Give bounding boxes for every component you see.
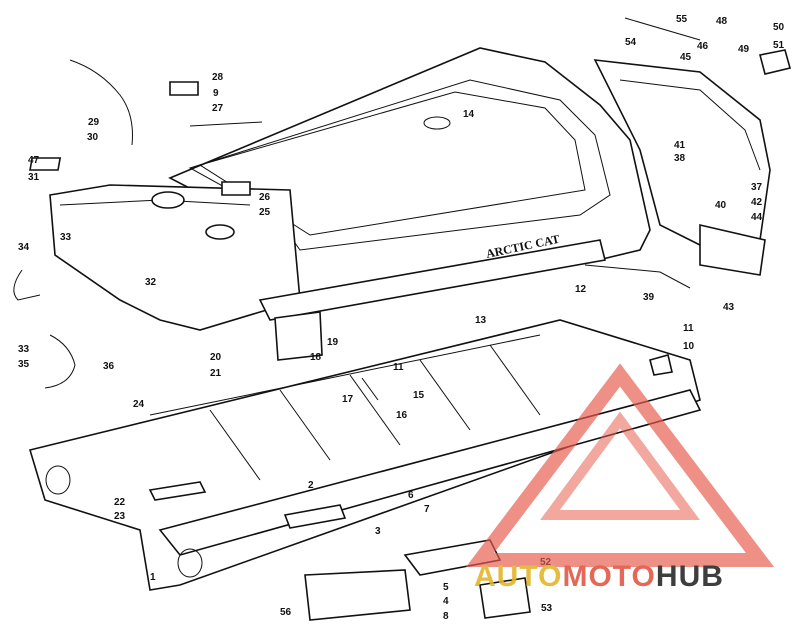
callout-2: 2 [308,480,314,491]
tag-51 [759,49,791,75]
bracket-56 [304,569,411,621]
spring-15 [361,377,379,401]
callout-14: 14 [463,109,475,120]
watermark-auto: AUTO [474,560,562,593]
clip-10 [649,354,673,376]
callout-29: 29 [88,117,100,128]
callout-49: 49 [738,44,750,55]
callout-8: 8 [443,611,449,622]
rear-bumper [593,59,771,276]
callout-3: 3 [375,526,381,537]
callout-12: 12 [575,284,587,295]
callout-31: 31 [28,172,40,183]
callout-19: 19 [327,337,339,348]
callout-43: 43 [723,302,735,313]
callout-25: 25 [259,207,271,218]
callout-45: 45 [680,52,692,63]
callout-24: 24 [133,399,145,410]
callout-4: 4 [443,596,449,607]
callout-56: 56 [280,607,292,618]
cap-26 [221,181,251,196]
callout-15: 15 [413,390,425,401]
callout-28: 28 [212,72,224,83]
callout-1: 1 [150,572,156,583]
callout-33-lower: 33 [18,344,30,355]
callout-10: 10 [683,341,695,352]
callout-6: 6 [408,490,414,501]
callout-46: 46 [697,41,709,52]
callout-7: 7 [424,504,430,515]
hose-33 [13,269,41,301]
callout-9: 9 [213,88,219,99]
automotohub-watermark: AUTOMOTOHUB [465,363,775,593]
callout-35: 35 [18,359,30,370]
callout-20: 20 [210,352,222,363]
callout-48: 48 [716,16,728,27]
callout-23: 23 [114,511,126,522]
bracket-8 [479,577,531,619]
hose-35 [44,334,76,389]
callout-13: 13 [475,315,487,326]
rod-54 [624,17,701,41]
watermark-triangle [465,363,775,567]
callout-22: 22 [114,497,126,508]
callout-41: 41 [674,140,686,151]
callout-50: 50 [773,22,785,33]
callout-37: 37 [751,182,763,193]
callout-18: 18 [310,352,322,363]
callout-53: 53 [541,603,553,614]
callout-51: 51 [773,40,785,51]
vent-tube-29 [69,59,133,146]
hood-side-strip [258,239,606,321]
callout-34: 34 [18,242,30,253]
callout-42: 42 [751,197,763,208]
callout-11: 11 [683,323,694,334]
strip-39 [584,264,691,289]
callout-44: 44 [751,212,763,223]
callout-32: 32 [145,277,157,288]
cap-28 [169,81,199,96]
svg-text:AUTOMOTOHUB: AUTOMOTOHUB [474,560,724,593]
bracket-19 [274,311,323,361]
callout-33: 33 [60,232,72,243]
strip-22 [148,481,207,501]
callout-36: 36 [103,361,115,372]
callout-17: 17 [342,394,354,405]
callout-16: 16 [396,410,408,421]
watermark-moto: MOTO [562,560,655,593]
callout-26: 26 [259,192,271,203]
callout-47: 47 [28,155,40,166]
callout-21: 21 [210,368,222,379]
line-27 [189,121,263,127]
callout-11-lower: 11 [393,362,404,373]
callout-labels: 55 48 50 54 46 49 51 45 28 9 27 29 30 14… [18,14,785,622]
callout-30: 30 [87,132,99,143]
callout-27: 27 [212,103,224,114]
callout-5: 5 [443,582,449,593]
fuel-tank-body [29,157,301,331]
plate-2 [283,504,347,529]
watermark-hub: HUB [656,560,724,593]
callout-40: 40 [715,200,727,211]
callout-54: 54 [625,37,637,48]
callout-38: 38 [674,153,686,164]
callout-39: 39 [643,292,655,303]
callout-55: 55 [676,14,688,25]
